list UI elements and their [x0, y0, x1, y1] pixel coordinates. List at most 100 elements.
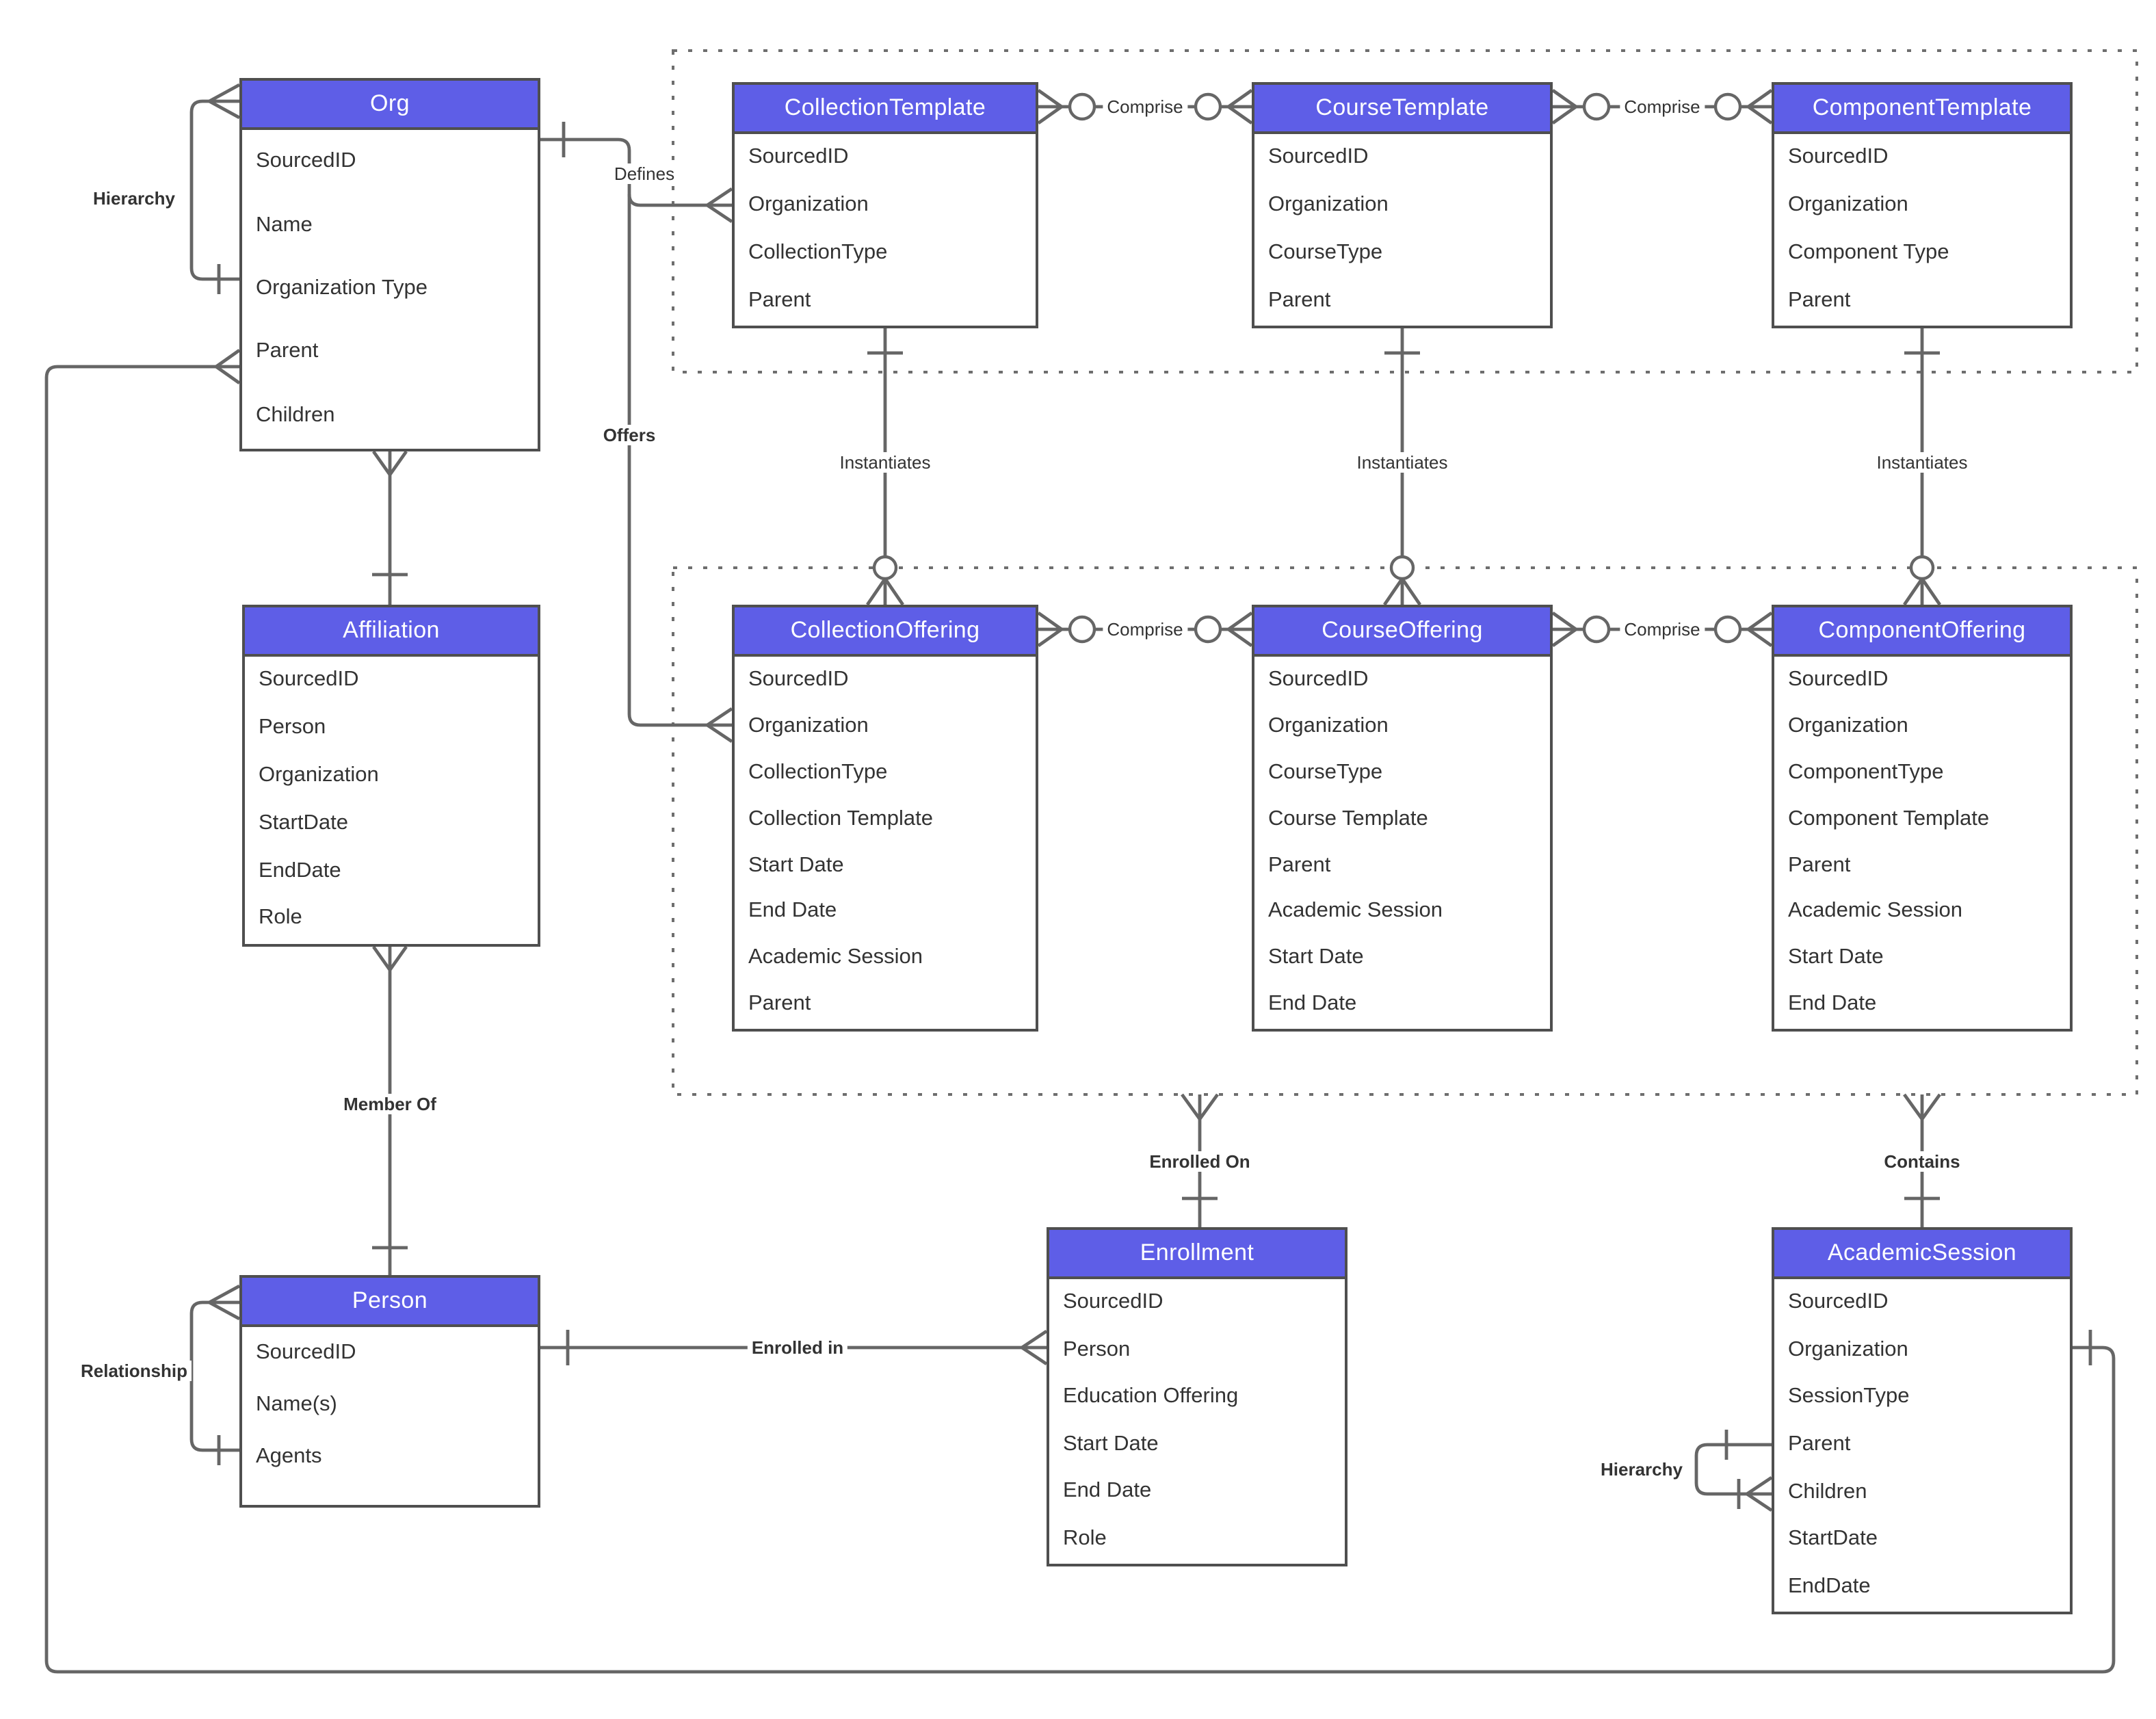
- entity-field: Start Date: [1063, 1432, 1159, 1456]
- connector-instantiates-course: [1383, 328, 1421, 606]
- entity-enrollment: Enrollment SourcedID Person Education Of…: [1047, 1227, 1348, 1566]
- entity-org-fields: SourcedID Name Organization Type Parent …: [242, 130, 538, 447]
- entity-field: SourcedID: [1788, 145, 1889, 169]
- relationship-label-defines: Defines: [609, 163, 679, 184]
- entity-collection-offering: CollectionOffering SourcedID Organizatio…: [732, 605, 1038, 1032]
- entity-field: Role: [259, 906, 302, 930]
- crow-foot-icon: [1747, 89, 1773, 124]
- entity-field: SourcedID: [256, 149, 356, 173]
- entity-field: Start Date: [1268, 945, 1364, 969]
- entity-field: Organization: [1788, 713, 1908, 737]
- relationship-label-enrolled-on: Enrolled On: [1145, 1151, 1254, 1172]
- entity-field: Parent: [256, 339, 319, 363]
- crow-foot-icon: [1037, 89, 1063, 124]
- templates-group-box: [672, 49, 2138, 373]
- entity-field: Component Template: [1788, 806, 1990, 830]
- connector-comprise-templates-2: [1551, 89, 1773, 124]
- entity-person: Person SourcedID Name(s) Agents: [239, 1275, 540, 1508]
- entity-org: Org SourcedID Name Organization Type Par…: [239, 78, 540, 451]
- relationship-label-instantiates-2: Instantiates: [1352, 452, 1452, 473]
- relationship-label-offers: Offers: [599, 425, 660, 445]
- relationship-label-hierarchy-org: Hierarchy: [89, 188, 179, 209]
- zero-circle-icon: [1389, 555, 1415, 581]
- entity-component-offering-title: ComponentOffering: [1774, 607, 2070, 657]
- relationship-label-instantiates-1: Instantiates: [835, 452, 935, 473]
- entity-field: Academic Session: [748, 945, 923, 969]
- entity-field: Course Template: [1268, 806, 1428, 830]
- entity-field: Component Type: [1788, 240, 1949, 264]
- zero-circle-icon: [1582, 92, 1611, 121]
- relationship-label-instantiates-3: Instantiates: [1872, 452, 1972, 473]
- entity-field: SessionType: [1788, 1385, 1910, 1408]
- entity-field: Academic Session: [1788, 899, 1963, 923]
- zero-circle-icon: [1068, 92, 1096, 121]
- relationship-label-member-of: Member Of: [339, 1094, 441, 1114]
- entity-field: SourcedID: [1268, 667, 1369, 691]
- crow-foot-icon: [372, 945, 408, 971]
- crow-foot-icon: [1227, 89, 1253, 124]
- crow-foot-icon: [208, 83, 241, 120]
- entity-field: Children: [256, 403, 335, 427]
- entity-person-title: Person: [242, 1278, 538, 1327]
- entity-field: CollectionType: [748, 240, 888, 264]
- entity-field: Role: [1063, 1526, 1107, 1550]
- connector-session-hierarchy: [1694, 1430, 1773, 1512]
- entity-field: SourcedID: [1788, 1290, 1889, 1314]
- zero-circle-icon: [1194, 92, 1222, 121]
- entity-field: Start Date: [1788, 945, 1884, 969]
- entity-field: StartDate: [259, 811, 348, 835]
- entity-field: Agents: [256, 1445, 322, 1468]
- crow-foot-icon: [1383, 577, 1421, 606]
- connector-org-hierarchy: [189, 83, 241, 294]
- crow-foot-icon: [1747, 612, 1773, 647]
- entity-field: Parent: [748, 288, 811, 312]
- crow-foot-icon: [1227, 612, 1253, 647]
- connector-instantiates-component: [1903, 328, 1941, 606]
- relationship-label-enrolled-in: Enrolled in: [747, 1337, 848, 1358]
- entity-field: End Date: [1268, 992, 1357, 1016]
- connector-instantiates-collection: [866, 328, 904, 606]
- crow-foot-icon: [1021, 1330, 1048, 1365]
- entity-field: End Date: [1063, 1479, 1152, 1503]
- entity-field: Organization: [748, 193, 869, 217]
- entity-affiliation: Affiliation SourcedID Person Organizatio…: [242, 605, 540, 947]
- entity-collection-offering-title: CollectionOffering: [735, 607, 1036, 657]
- entity-field: Organization: [1788, 1337, 1908, 1361]
- entity-field: Education Offering: [1063, 1385, 1239, 1408]
- entity-field: EndDate: [1788, 1574, 1871, 1598]
- entity-field: Organization: [1268, 193, 1389, 217]
- crow-foot-icon: [1746, 1476, 1773, 1512]
- entity-field: Parent: [1268, 853, 1331, 876]
- entity-field: SourcedID: [748, 667, 849, 691]
- zero-circle-icon: [1194, 615, 1222, 644]
- entity-field: SourcedID: [256, 1341, 356, 1364]
- relationship-label-comprise-offerings-2: Comprise: [1620, 619, 1705, 640]
- relationship-label-hierarchy-session: Hierarchy: [1596, 1459, 1687, 1480]
- connector-org-affiliation: [372, 450, 408, 605]
- entity-field: Name(s): [256, 1393, 337, 1416]
- relationship-label-comprise-offerings-1: Comprise: [1103, 619, 1187, 640]
- entity-field: Parent: [1788, 288, 1851, 312]
- crow-foot-icon: [208, 1284, 241, 1321]
- crow-foot-icon: [1551, 612, 1577, 647]
- entity-course-offering: CourseOffering SourcedID Organization Co…: [1252, 605, 1553, 1032]
- entity-field: SourcedID: [259, 668, 359, 692]
- entity-collection-template-title: CollectionTemplate: [735, 85, 1036, 134]
- entity-course-template: CourseTemplate SourcedID Organization Co…: [1252, 82, 1553, 328]
- zero-circle-icon: [1713, 615, 1742, 644]
- entity-field: CourseType: [1268, 240, 1383, 264]
- entity-affiliation-title: Affiliation: [245, 607, 538, 657]
- entity-field: EndDate: [259, 858, 341, 882]
- crow-foot-icon: [1551, 89, 1577, 124]
- entity-field: Parent: [748, 992, 811, 1016]
- offerings-group-box: [672, 566, 2138, 1096]
- entity-field: SourcedID: [748, 145, 849, 169]
- entity-component-template-title: ComponentTemplate: [1774, 85, 2070, 134]
- crow-foot-icon: [372, 450, 408, 476]
- entity-academic-session-title: AcademicSession: [1774, 1230, 2070, 1279]
- zero-circle-icon: [1909, 555, 1935, 581]
- entity-course-offering-title: CourseOffering: [1254, 607, 1550, 657]
- entity-field: Children: [1788, 1480, 1867, 1504]
